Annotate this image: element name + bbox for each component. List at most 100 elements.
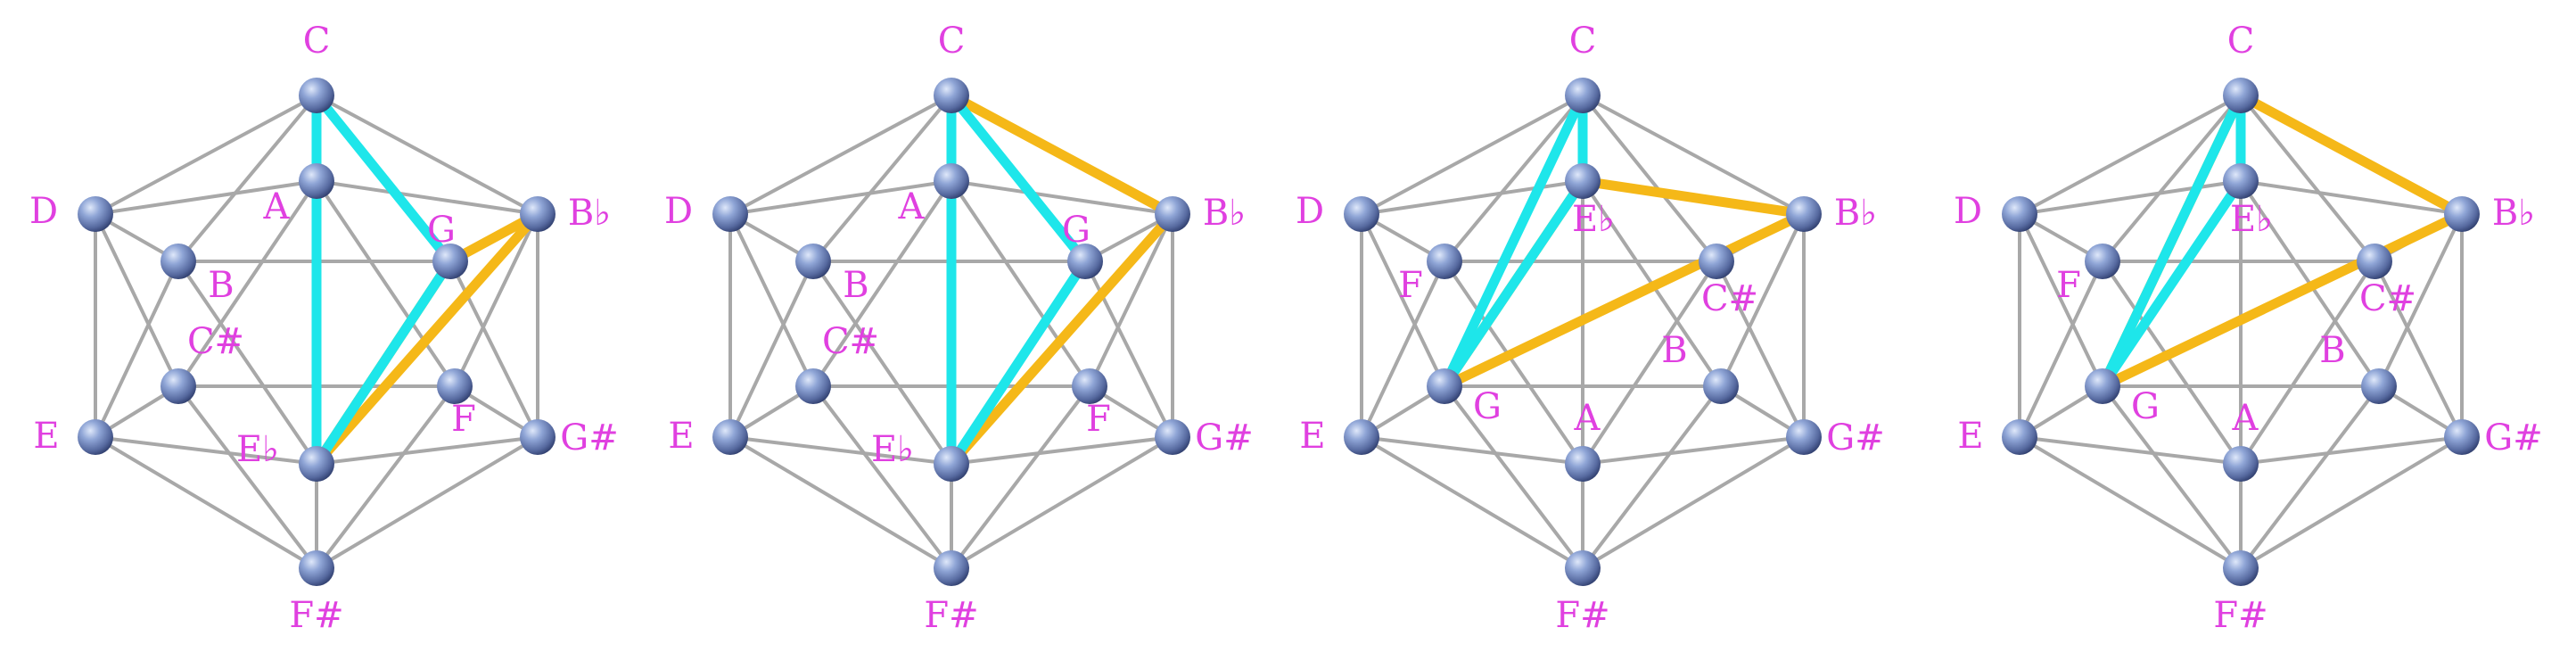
vertex-node: [432, 244, 468, 279]
note-label: C: [1569, 21, 1597, 62]
edge: [2018, 94, 2243, 216]
edge: [1715, 260, 1806, 439]
note-label: A: [263, 186, 291, 227]
edge: [950, 384, 1091, 570]
note-label: G#: [2484, 417, 2542, 458]
edge: [2018, 435, 2243, 466]
edge: [94, 94, 318, 216]
edge: [94, 260, 180, 439]
edge: [1443, 384, 1584, 570]
vertex-node: [299, 163, 334, 199]
edge: [811, 179, 953, 388]
edge: [950, 435, 1174, 466]
note-label: D: [1296, 191, 1324, 232]
note-label: E♭: [871, 429, 914, 470]
edge: [2239, 435, 2464, 570]
edge: [1443, 94, 1584, 263]
note-label: E: [1299, 416, 1325, 457]
vertex-node: [160, 368, 196, 404]
vertex-node: [78, 419, 113, 455]
vertex-node: [1786, 419, 1822, 455]
edge: [2239, 384, 2381, 570]
vertex-node: [2361, 368, 2397, 404]
edge: [1360, 212, 1446, 388]
note-label: A: [1574, 398, 1601, 439]
edge: [1360, 94, 1584, 216]
edge: [728, 179, 953, 216]
vertex-node: [437, 368, 473, 404]
note-label: B: [2319, 330, 2345, 371]
edge: [2377, 212, 2464, 388]
edge: [2239, 179, 2464, 216]
note-label: F#: [1555, 595, 1609, 636]
note-label: D: [664, 191, 693, 232]
highlight-edge-cyan: [946, 256, 1090, 469]
note-label: G: [427, 210, 456, 251]
note-label: G#: [1195, 417, 1253, 458]
edge: [2239, 260, 2376, 466]
note-label: B: [208, 265, 234, 306]
note-label: F#: [289, 595, 343, 636]
note-label: C#: [1701, 278, 1758, 319]
note-label: D: [29, 191, 58, 232]
vertex-node: [2085, 244, 2120, 279]
vertex-node: [1072, 368, 1107, 404]
vertex-node: [934, 446, 969, 482]
edge: [811, 94, 953, 263]
edge: [1360, 260, 1446, 439]
edge: [315, 435, 539, 466]
vertex-node: [934, 550, 969, 586]
edge: [177, 179, 318, 388]
vertex-node: [1155, 196, 1190, 232]
edge: [2101, 384, 2243, 570]
edge: [1581, 384, 1723, 570]
vertex-node: [1344, 419, 1379, 455]
vertex-node: [1565, 78, 1601, 113]
vertex-node: [934, 78, 969, 113]
vertex-node: [1155, 419, 1190, 455]
edge: [315, 179, 539, 216]
edge: [1581, 94, 1806, 216]
note-label: B♭: [2492, 193, 2535, 234]
edge: [315, 384, 457, 570]
vertex-node: [299, 446, 334, 482]
vertex-node: [2223, 446, 2259, 482]
edge: [1360, 179, 1584, 216]
vertex-node: [1786, 196, 1822, 232]
highlight-edge-cyan: [1439, 90, 1588, 392]
vertex-node: [2085, 368, 2120, 404]
vertex-node: [712, 196, 748, 232]
edge: [2239, 94, 2376, 263]
note-label: E♭: [1572, 199, 1615, 240]
highlight-edge-cyan: [311, 90, 456, 267]
note-label: G: [1062, 210, 1090, 251]
highlight-edge-orange: [1439, 209, 1809, 392]
edge: [1581, 260, 1718, 466]
edge: [811, 384, 953, 570]
edge: [94, 179, 318, 216]
note-label: B♭: [568, 193, 611, 234]
edge: [1360, 435, 1584, 570]
note-label: A: [898, 186, 926, 227]
edge: [1360, 435, 1584, 466]
note-label: E: [1957, 416, 1983, 457]
note-label: F#: [924, 595, 978, 636]
edge: [1581, 435, 1806, 570]
edge: [728, 260, 815, 439]
note-label: C#: [2359, 278, 2416, 319]
highlight-edge-orange: [311, 209, 543, 469]
vertex-node: [795, 368, 831, 404]
edge: [94, 212, 180, 388]
vertex-node: [2002, 419, 2037, 455]
edge: [1581, 435, 1806, 466]
highlight-edge-orange: [2097, 209, 2467, 392]
note-label: D: [1954, 191, 1982, 232]
edge: [2018, 212, 2104, 388]
highlight-edge-cyan: [946, 90, 1090, 267]
vertex-node: [1427, 244, 1462, 279]
vertex-node: [712, 419, 748, 455]
edge: [453, 212, 539, 388]
